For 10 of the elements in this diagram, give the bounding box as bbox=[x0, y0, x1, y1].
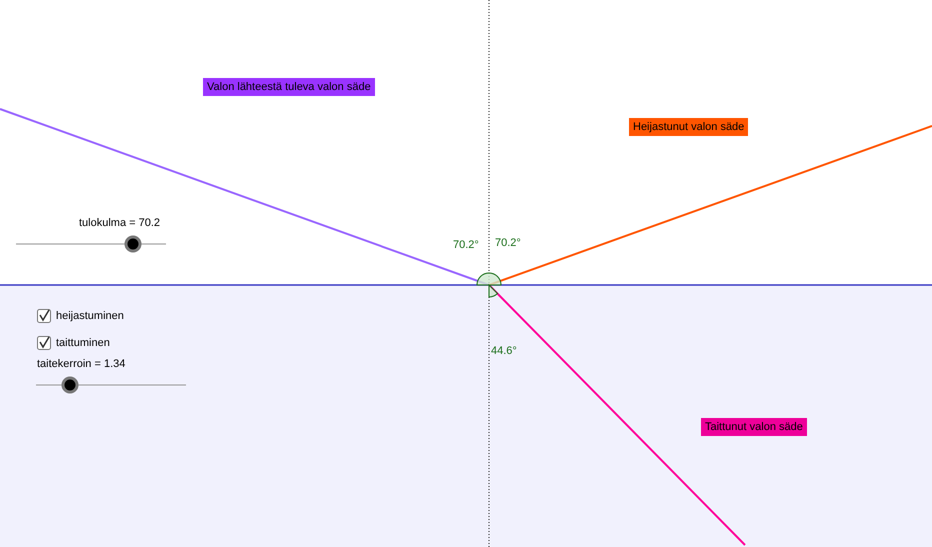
checkbox-label: taittuminen bbox=[56, 337, 110, 349]
ray-label: Heijastunut valon säde bbox=[629, 118, 748, 136]
slider-label: tulokulma = 70.2 bbox=[79, 217, 160, 229]
ray-label: Taittunut valon säde bbox=[701, 418, 807, 436]
checkbox-label: heijastuminen bbox=[56, 310, 124, 322]
slider-label: taitekerroin = 1.34 bbox=[37, 358, 126, 370]
angle-value: 70.2° bbox=[453, 239, 479, 251]
ray-label: Valon lähteestä tuleva valon säde bbox=[203, 78, 375, 96]
angle-value: 44.6° bbox=[491, 345, 517, 357]
angle-value: 70.2° bbox=[495, 237, 521, 249]
